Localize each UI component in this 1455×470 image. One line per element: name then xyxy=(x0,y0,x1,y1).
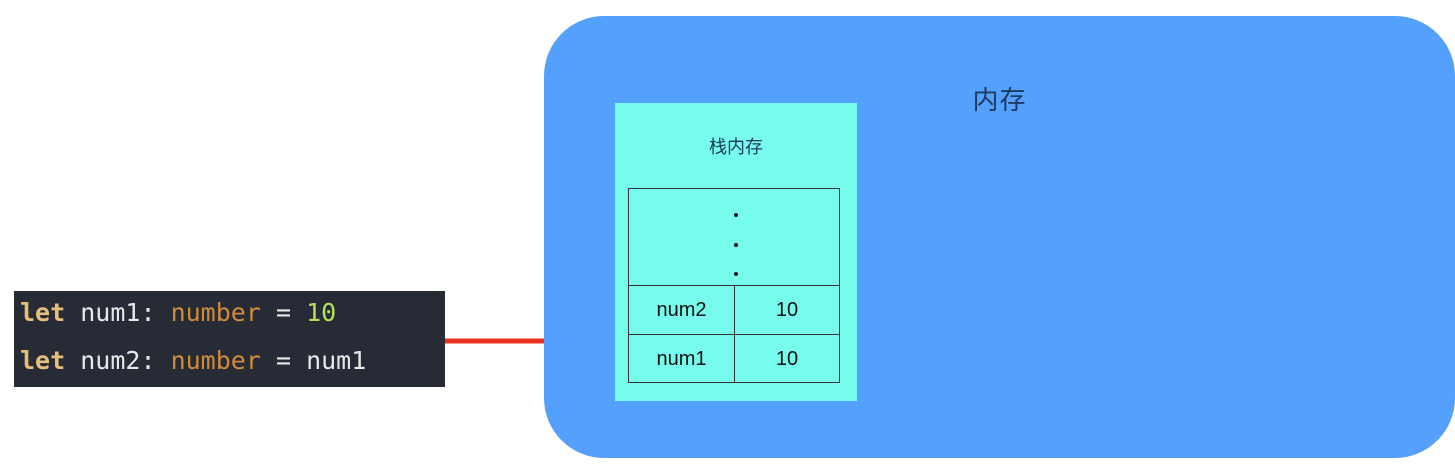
code-line-1: let num1: number = 10 xyxy=(20,293,336,333)
code-equals: = xyxy=(275,346,291,375)
code-equals: = xyxy=(275,298,291,327)
stack-row: num2 10 xyxy=(629,286,839,335)
code-colon: : xyxy=(140,298,156,327)
variable-name: num1 xyxy=(629,335,735,383)
code-identifier: num1 xyxy=(80,298,141,327)
variable-value: 10 xyxy=(775,347,799,370)
ellipsis-cell xyxy=(629,189,839,286)
memory-title: 内存 xyxy=(972,85,1027,115)
code-value: num1 xyxy=(306,346,367,375)
variable-value: 10 xyxy=(775,298,799,321)
code-snippet: let num1: number = 10 let num2: number =… xyxy=(14,291,445,387)
code-line-2: let num2: number = num1 xyxy=(20,341,366,381)
ellipsis-dot xyxy=(734,213,738,217)
code-value: 10 xyxy=(306,298,337,327)
code-colon: : xyxy=(140,346,156,375)
stack-memory: 栈内存 num2 10 num1 10 xyxy=(615,103,857,401)
variable-name: num2 xyxy=(629,286,735,334)
stack-row: num1 10 xyxy=(629,335,839,383)
code-type: number xyxy=(170,346,261,375)
ellipsis-dot xyxy=(734,272,738,276)
ellipsis-dot xyxy=(734,243,738,247)
code-keyword: let xyxy=(20,298,66,327)
code-identifier: num2 xyxy=(80,346,141,375)
code-keyword: let xyxy=(20,346,66,375)
code-type: number xyxy=(170,298,261,327)
stack-table: num2 10 num1 10 xyxy=(628,188,840,383)
stack-memory-title: 栈内存 xyxy=(709,137,763,157)
